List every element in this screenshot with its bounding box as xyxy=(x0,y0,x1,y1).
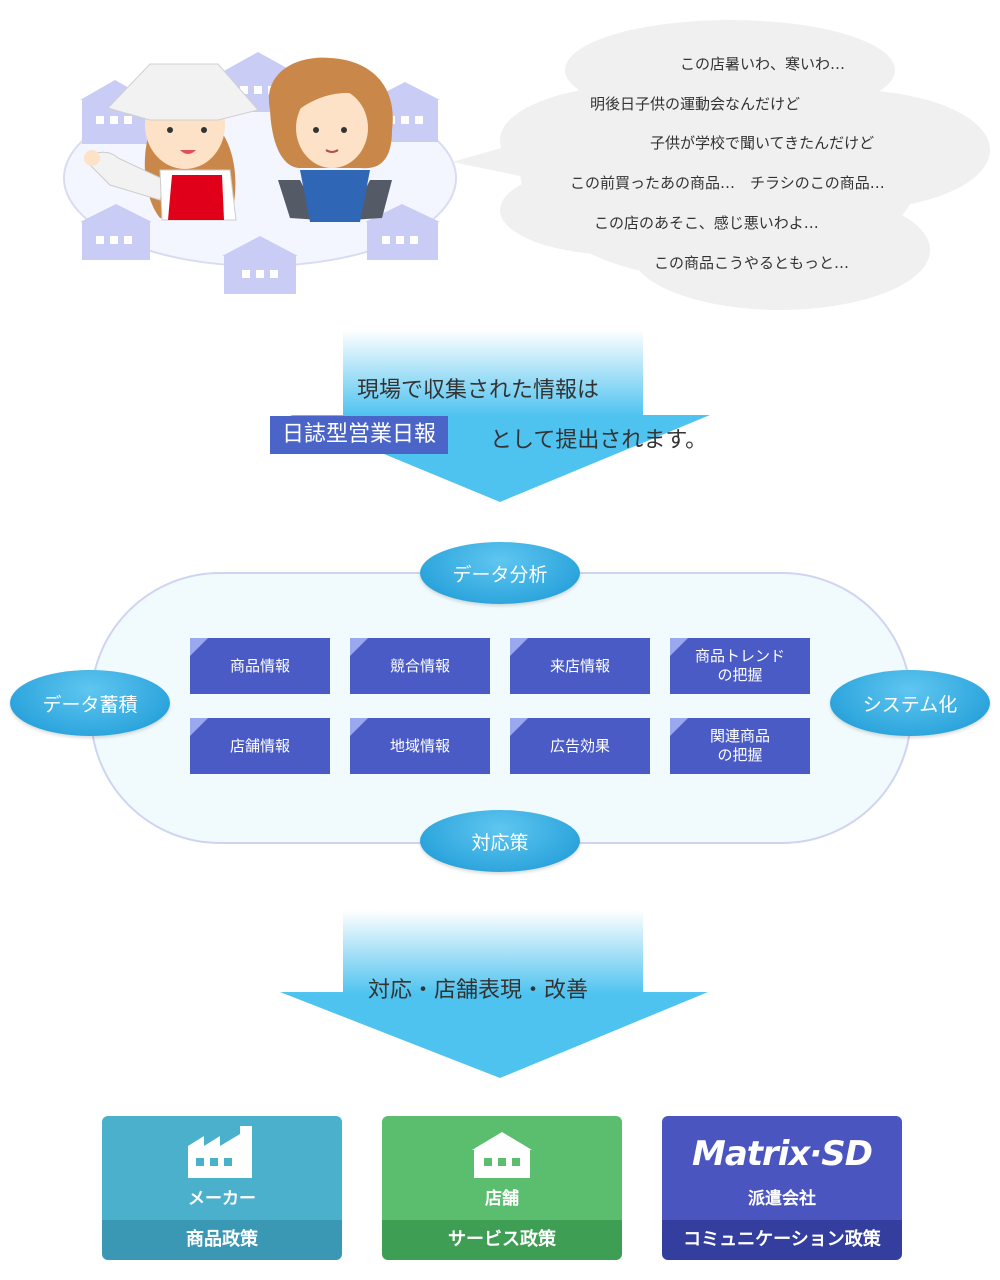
maker-box: メーカー 商品政策 xyxy=(102,1116,342,1260)
store-label: 店舗 xyxy=(485,1189,519,1209)
info-card: 来店情報 xyxy=(510,638,650,694)
down-arrow-2 xyxy=(280,910,708,1078)
info-card: 関連商品 の把握 xyxy=(670,718,810,774)
info-card: 店舗情報 xyxy=(190,718,330,774)
store-icon xyxy=(472,1132,532,1178)
store-box: 店舗 サービス政策 xyxy=(382,1116,622,1260)
speech-line: この商品こうやるともっと… xyxy=(654,254,850,272)
staffing-label: 派遣会社 xyxy=(748,1189,816,1209)
countermeasure-node: 対応策 xyxy=(420,810,580,872)
data-analysis-node: データ分析 xyxy=(420,542,580,604)
info-card: 競合情報 xyxy=(350,638,490,694)
staffing-box: Matrix·SD 派遣会社 コミュニケーション政策 xyxy=(662,1116,902,1260)
speech-line: この店のあそこ、感じ悪いわよ… xyxy=(594,214,819,232)
maker-label: メーカー xyxy=(188,1189,256,1209)
factory-icon xyxy=(188,1126,252,1178)
data-accumulation-node: データ蓄積 xyxy=(10,670,170,736)
arrow1-line1: 現場で収集された情報は xyxy=(357,378,600,403)
speech-line: この店暑いわ、寒いわ… xyxy=(680,55,846,73)
speech-line: 子供が学校で聞いてきたんだけど xyxy=(650,134,875,152)
matrix-sd-logo: Matrix·SD xyxy=(691,1134,873,1174)
speech-bubble xyxy=(452,20,990,310)
house-icon xyxy=(365,204,440,260)
maker-policy: 商品政策 xyxy=(102,1220,342,1260)
info-card: 地域情報 xyxy=(350,718,490,774)
systemization-node: システム化 xyxy=(830,670,990,736)
arrow2-text: 対応・店舗表現・改善 xyxy=(368,978,589,1003)
staff-character-icon xyxy=(84,63,259,221)
customer-character-icon xyxy=(268,57,393,222)
info-card: 商品トレンド の把握 xyxy=(670,638,810,694)
info-card: 商品情報 xyxy=(190,638,330,694)
speech-line: 明後日子供の運動会なんだけど xyxy=(590,95,801,113)
arrow1-line2: として提出されます。 xyxy=(490,428,708,453)
store-policy: サービス政策 xyxy=(382,1220,622,1260)
daily-report-tag: 日誌型営業日報 xyxy=(270,416,449,454)
customers-illustration xyxy=(63,20,990,310)
staffing-policy: コミュニケーション政策 xyxy=(662,1220,902,1260)
speech-line: この前買ったあの商品… チラシのこの商品… xyxy=(570,174,885,192)
data-cycle-panel xyxy=(90,572,912,844)
down-arrow-1 xyxy=(290,330,710,502)
info-card: 広告効果 xyxy=(510,718,650,774)
